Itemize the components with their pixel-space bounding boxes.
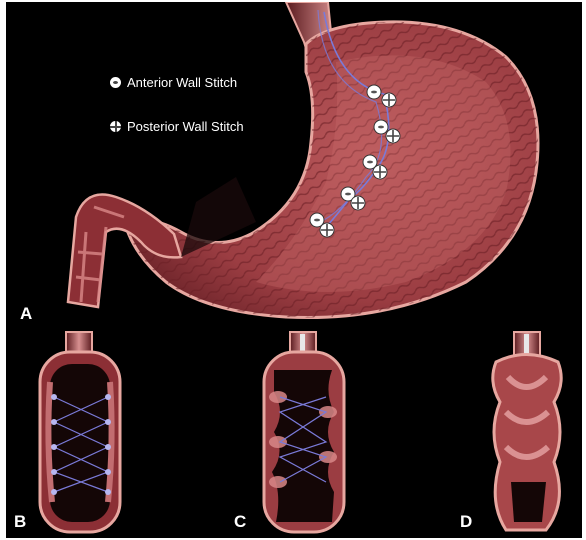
- anterior-stitch-icon: [110, 77, 121, 88]
- panel-label-d: D: [460, 512, 472, 532]
- posterior-stitch-icon: [373, 165, 387, 179]
- posterior-label: Posterior Wall Stitch: [127, 119, 244, 134]
- panel-label-b: B: [14, 512, 26, 532]
- panel-d-cross-section: [493, 332, 561, 530]
- posterior-stitch-icon: [351, 196, 365, 210]
- panel-label-c: C: [234, 512, 246, 532]
- anterior-stitch-icon: [374, 120, 388, 134]
- illustration: [6, 2, 582, 538]
- figure-frame: Anterior Wall Stitch Posterior Wall Stit…: [6, 2, 582, 538]
- legend-anterior: Anterior Wall Stitch: [110, 75, 237, 90]
- posterior-stitch-icon: [110, 121, 121, 132]
- posterior-stitch-icon: [382, 93, 396, 107]
- panel-label-a: A: [20, 304, 32, 324]
- stomach-illustration: [68, 2, 538, 318]
- panel-c-cross-section: [264, 332, 344, 532]
- anterior-stitch-icon: [367, 85, 381, 99]
- posterior-stitch-icon: [320, 223, 334, 237]
- panel-b-cross-section: [40, 332, 120, 532]
- legend-posterior: Posterior Wall Stitch: [110, 119, 244, 134]
- anterior-label: Anterior Wall Stitch: [127, 75, 237, 90]
- posterior-stitch-icon: [386, 129, 400, 143]
